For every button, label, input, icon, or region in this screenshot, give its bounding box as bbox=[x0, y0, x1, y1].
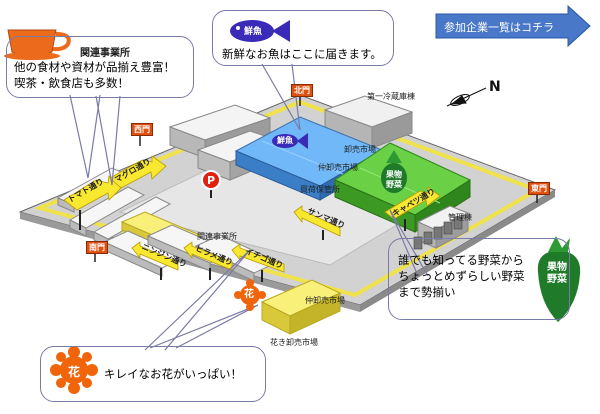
bubble-flower-icon bbox=[50, 346, 98, 394]
compass-icon bbox=[446, 87, 487, 107]
label-management: 管理棟 bbox=[448, 213, 472, 222]
map-flower-icon-label: 花 bbox=[244, 289, 254, 300]
produce-bubble-line-1: 誰でも知ってる野菜から bbox=[398, 253, 524, 267]
label-intermediate: 仲卸売市場 bbox=[318, 163, 358, 172]
map-produce-icon-label: 果物 野菜 bbox=[386, 170, 402, 189]
related-business-title: 関連事業所 bbox=[80, 48, 130, 59]
label-cold-storage: 第一冷蔵庫棟 bbox=[367, 92, 415, 101]
cold-storage-side bbox=[371, 111, 413, 149]
produce-bubble-line-2: ちょっとめずらしい野菜 bbox=[398, 269, 525, 283]
map-fish-icon bbox=[272, 133, 308, 149]
company-list-link-label: 参加企業一覧はコチラ bbox=[444, 21, 554, 34]
fish-bubble-text: 新鮮なお魚はここに届きます。 bbox=[222, 47, 382, 61]
road-arrow-ninjin bbox=[131, 241, 179, 271]
map-fish-icon-label: 鮮魚 bbox=[277, 136, 293, 145]
gate-east[interactable]: 東門 bbox=[528, 182, 550, 195]
produce-bubble bbox=[388, 238, 570, 320]
label-storage: 買荷保管所 bbox=[300, 185, 340, 194]
bubble-fish-icon bbox=[230, 20, 290, 42]
link-button-shape bbox=[435, 4, 591, 48]
label-flower-wholesale: 花き卸売市場 bbox=[270, 338, 318, 347]
gate-west[interactable]: 西門 bbox=[131, 123, 153, 136]
fish-bubble-icon-label: 鮮魚 bbox=[244, 27, 263, 37]
parking-sign bbox=[201, 170, 221, 198]
map-flower-icon bbox=[234, 279, 266, 311]
fish-bubble bbox=[212, 10, 394, 66]
label-related: 関連事業所 bbox=[197, 232, 237, 241]
flower-bubble bbox=[40, 346, 266, 402]
road-arrow-maguro bbox=[109, 155, 167, 189]
parking-icon: P bbox=[207, 174, 215, 187]
produce-bubble-line-3: まで勢揃い bbox=[398, 285, 456, 299]
related-business-line-1: 他の食材や資材が品揃え豊富！ bbox=[14, 60, 175, 74]
related-business-line-2: 喫茶・飲食店も多数！ bbox=[14, 76, 129, 90]
label-wholesale: 卸売市場 bbox=[344, 145, 376, 154]
compass-north-label: N bbox=[489, 79, 501, 95]
produce-bubble-icon-label: 果物 野菜 bbox=[547, 262, 567, 285]
gate-south[interactable]: 南門 bbox=[86, 241, 108, 254]
flower-market-side bbox=[289, 292, 341, 335]
road-sign-posts bbox=[79, 210, 406, 282]
flower-bubble-icon-label: 花 bbox=[68, 365, 81, 379]
road-arrow-sanma bbox=[293, 205, 341, 237]
site-outer-edge-right bbox=[360, 190, 555, 312]
road-arrows bbox=[63, 155, 441, 273]
gate-north[interactable]: 北門 bbox=[291, 84, 313, 97]
map-produce-icon bbox=[381, 150, 407, 193]
road-arrow-hirame bbox=[183, 241, 233, 271]
road-arrow-kyabetsu bbox=[384, 186, 441, 220]
related-business-bubble bbox=[6, 36, 194, 98]
flower-bubble-text: キレイなお花がいっぱい！ bbox=[104, 367, 242, 381]
company-list-link-button[interactable]: 参加企業一覧はコチラ bbox=[436, 6, 588, 46]
label-flower-intermediate: 仲卸売市場 bbox=[305, 296, 345, 305]
